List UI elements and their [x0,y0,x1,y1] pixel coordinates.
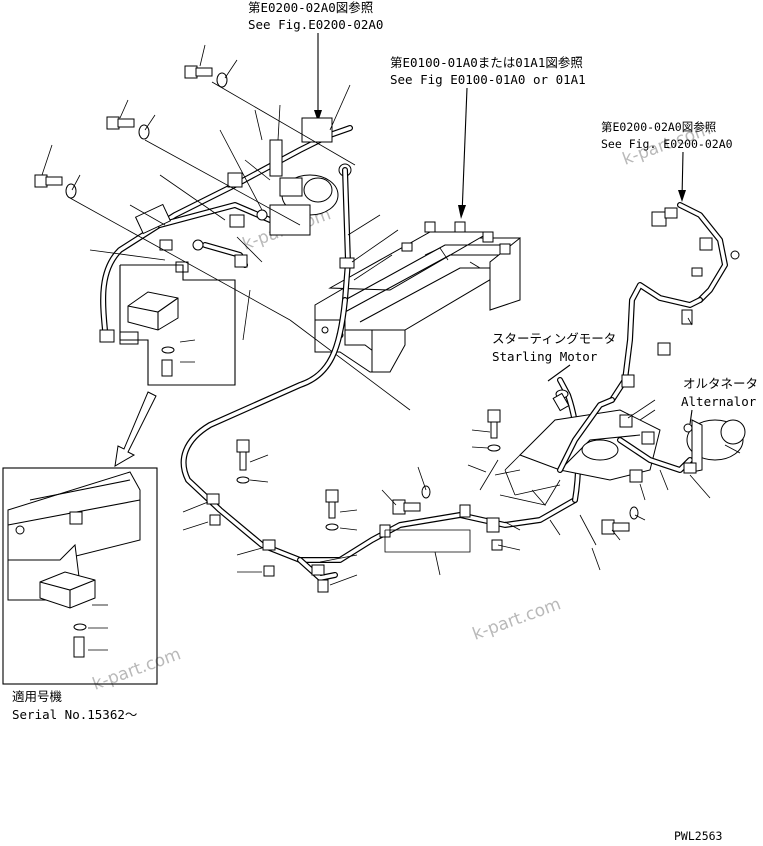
starting-motor-label: スターティングモータ Starling Motor [492,331,616,364]
reference-frame: 第E0100-01A0または01A1図参照 See Fig E0100-01A0… [390,55,586,87]
reference-right-jp: 第E0200-02A0図参照 [601,120,716,134]
reference-right-en: See Fig. E0200-02A0 [601,137,733,151]
starting-motor-jp: スターティングモータ [492,331,616,346]
starting-motor-en: Starling Motor [492,349,598,364]
watermark: k-part.com [90,644,184,694]
reference-frame-jp: 第E0100-01A0または01A1図参照 [390,55,583,70]
alternator [683,419,746,474]
alternator-en: Alternalor [681,394,757,409]
bolt [184,65,228,88]
reference-frame-en: See Fig E0100-01A0 or 01A1 [390,72,586,87]
inset-caption: 適用号機 Serial No.15362〜 [12,689,137,722]
callout-leaders-lower [182,317,741,586]
bolt [106,116,150,140]
reference-top-en: See Fig.E0200-02A0 [248,17,383,32]
reference-top: 第E0200-02A0図参照 See Fig.E0200-02A0 [248,0,383,32]
callout-leaders-upper [41,44,411,411]
reference-leaders [314,33,693,425]
serial-number: Serial No.15362〜 [12,707,137,722]
reference-right: 第E0200-02A0図参照 See Fig. E0200-02A0 [601,120,733,151]
inset-detail [2,467,158,685]
frame-bracket [314,221,521,373]
applicable-serial-jp: 適用号機 [12,689,63,704]
starting-motor-cable-end [552,389,570,412]
watermark: k-part.com [470,594,564,644]
bolt [34,174,77,199]
controller-detail-box [114,264,236,467]
reference-top-jp: 第E0200-02A0図参照 [248,0,373,15]
alternator-label: オルタネータ Alternalor [681,376,758,409]
drawing-code: PWL2563 [674,829,723,843]
alternator-jp: オルタネータ [683,376,758,391]
